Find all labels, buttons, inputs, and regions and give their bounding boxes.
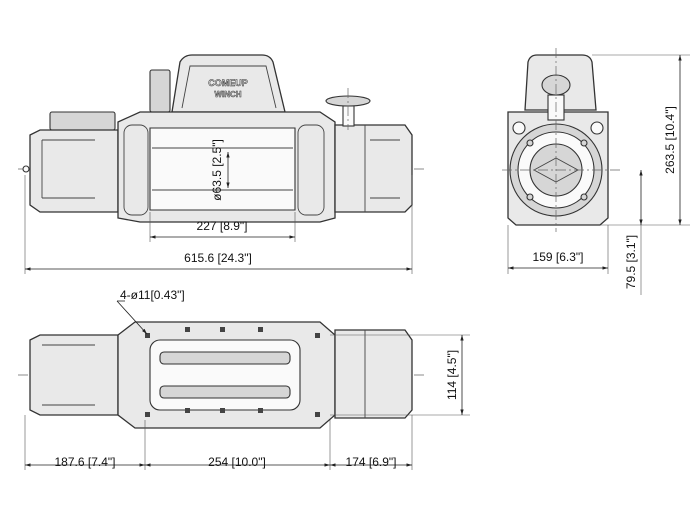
overall-height-dim: 263.5 [10.4"] [663, 106, 677, 174]
logo: COMEUP [208, 78, 248, 88]
motor [29, 129, 119, 213]
mount-depth-dim: 114 [4.5"] [445, 350, 459, 400]
end-view: 263.5 [10.4"] 79.5 [3.1"] 159 [6.3"] [502, 48, 690, 295]
center-height-dim: 79.5 [3.1"] [624, 235, 638, 289]
left-offset-dim: 187.6 [7.4"] [55, 455, 116, 469]
control-box [171, 54, 286, 113]
right-offset-dim: 174 [6.9"] [346, 455, 397, 469]
mounting-holes-dim: 4-ø11[0.43"] [120, 288, 185, 302]
drum-diameter-dim: ø63.5 [2.5"] [210, 139, 224, 201]
clutch-lever [342, 103, 355, 127]
bottom-view: 4-ø11[0.43"] 114 [4.5"] 187.6 [7.4"] 254… [18, 288, 470, 470]
overall-length-dim: 615.6 [24.3"] [184, 251, 252, 265]
solenoid [49, 111, 116, 131]
mount-spacing-dim: 254 [10.0"] [208, 455, 266, 469]
drum-length-dim: 227 [8.9"] [197, 219, 248, 233]
gearbox [334, 124, 413, 213]
bottom-gearbox [334, 329, 413, 419]
svg-text:WINCH: WINCH [214, 90, 241, 99]
side-view: COMEUP WINCH ø63.5 [2.5"] 227 [8.9"] 615… [18, 54, 425, 274]
drum [149, 127, 296, 211]
bottom-motor [29, 334, 119, 416]
overall-width-dim: 159 [6.3"] [533, 250, 584, 264]
